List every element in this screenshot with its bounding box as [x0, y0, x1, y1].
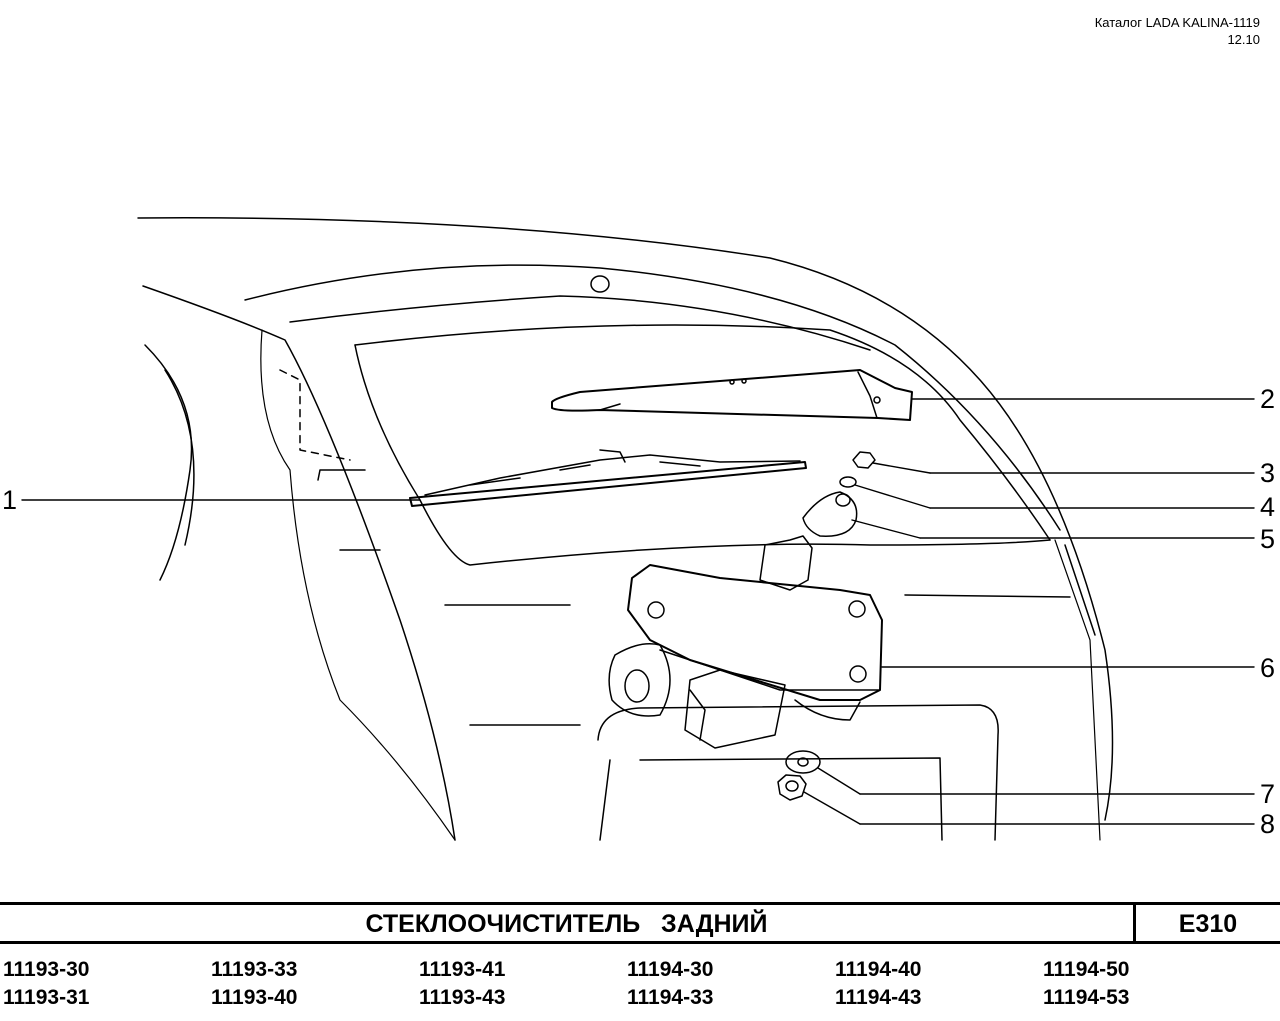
- model-code: 11194-33: [627, 986, 714, 1009]
- section-code: E310: [1178, 910, 1238, 938]
- model-code: 11193-31: [3, 986, 90, 1009]
- fasteners-bottom: [777, 750, 821, 801]
- callout-5: 5: [1260, 524, 1276, 554]
- callout-1: 1: [2, 485, 18, 515]
- callout-2: 2: [1260, 384, 1276, 414]
- leader-lines: [21, 398, 1255, 825]
- title-bar: СТЕКЛООЧИСТИТЕЛЬ ЗАДНИЙ E310: [0, 902, 1280, 944]
- page-title: СТЕКЛООЧИСТИТЕЛЬ ЗАДНИЙ: [365, 910, 768, 938]
- wiper-blade: [409, 449, 807, 507]
- callout-6: 6: [1260, 653, 1276, 683]
- model-code: 11193-33: [211, 958, 298, 981]
- model-code: 11194-40: [835, 958, 922, 981]
- catalog-header: Каталог LADA KALINA-1119 12.10: [1095, 14, 1260, 48]
- model-code: 11194-53: [1043, 986, 1130, 1009]
- rear-wiper-exploded-drawing: [21, 217, 1255, 841]
- callout-3: 3: [1260, 458, 1276, 488]
- model-code: 11193-40: [211, 986, 298, 1009]
- fasteners-top: [802, 451, 876, 537]
- model-code: 11193-30: [3, 958, 90, 981]
- wiper-motor-assembly: [608, 535, 883, 749]
- model-code: 11194-30: [627, 958, 714, 981]
- model-code: 11194-43: [835, 986, 922, 1009]
- callout-4: 4: [1260, 492, 1276, 522]
- car-body-outline: [137, 217, 1114, 841]
- catalog-name: Каталог LADA KALINA-1119: [1094, 15, 1260, 30]
- model-code: 11194-50: [1043, 958, 1130, 981]
- model-code: 11193-43: [419, 986, 506, 1009]
- title-divider: [1133, 905, 1136, 941]
- callout-8: 8: [1260, 809, 1276, 839]
- catalog-date: 12.10: [1227, 32, 1260, 47]
- callout-7: 7: [1260, 779, 1276, 809]
- model-code: 11193-41: [419, 958, 506, 981]
- wiper-arm: [551, 369, 913, 421]
